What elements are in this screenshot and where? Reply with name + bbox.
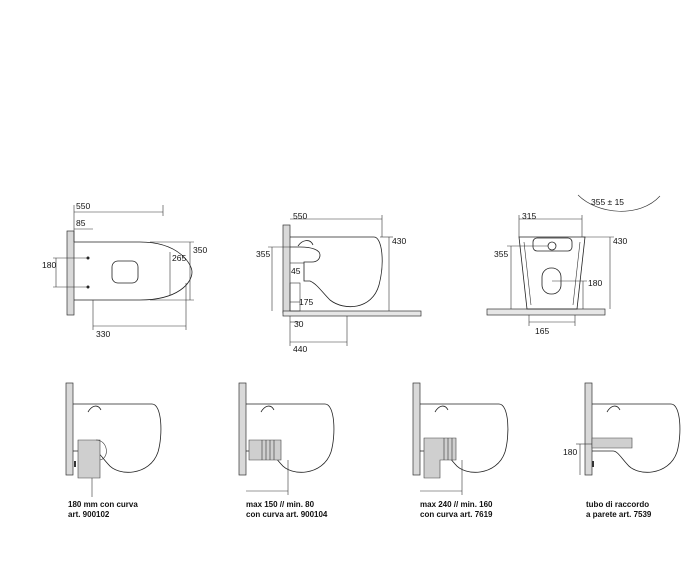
- bowl-profile: [246, 403, 335, 473]
- wall-section: [412, 382, 421, 476]
- dim-355-front: 355: [494, 249, 508, 259]
- outlet-pipe: [289, 282, 301, 312]
- dim-85-top: 85: [76, 218, 86, 228]
- wall-section: [66, 230, 75, 316]
- dim-30-side: 30: [294, 319, 304, 329]
- dim-430-front: 430: [613, 236, 627, 246]
- front-view: 355 ± 15 315 430 355 180 165: [486, 194, 661, 336]
- dim-265-top: 265: [172, 253, 186, 263]
- flush-inlet: [606, 405, 621, 413]
- flush-inlet-circle: [547, 241, 557, 251]
- dim-430-side: 430: [392, 236, 406, 246]
- variant-1-caption-line1: 180 mm con curva: [68, 500, 138, 509]
- dim-45-side: 45: [291, 266, 301, 276]
- variant-3-caption-line2: con curva art. 7619: [420, 510, 493, 519]
- wall-section: [282, 224, 291, 314]
- wall-connector-pipe: [591, 437, 633, 449]
- variant-1-caption-line2: art. 900102: [68, 510, 110, 519]
- dim-355-side: 355: [256, 249, 270, 259]
- wall-section: [65, 382, 74, 476]
- bellows-ribs: [261, 440, 275, 460]
- variant-3-caption-line1: max 240 // min. 160: [420, 500, 493, 509]
- wall-section: [584, 382, 593, 476]
- dim-175-side: 175: [299, 297, 313, 307]
- dim-550-side: 550: [293, 211, 307, 221]
- variant-4-drawing: [576, 382, 681, 476]
- flush-inlet: [297, 240, 314, 247]
- variant-1-drawing: [65, 382, 162, 497]
- seat-opening: [111, 260, 139, 284]
- bowl-profile: [592, 403, 681, 473]
- dim-315-front: 315: [522, 211, 536, 221]
- variant-3-drawing: [412, 382, 509, 495]
- bowl-profile: [290, 236, 383, 307]
- variant-2-caption-line1: max 150 // min. 80: [246, 500, 315, 509]
- bellows-pipe: [248, 439, 282, 461]
- dim-355pm15: 355 ± 15: [591, 197, 624, 207]
- pan-front-outline: [518, 236, 586, 310]
- top-view: 550 85 180 265 350 330: [42, 201, 207, 339]
- bend-curve: [95, 439, 107, 461]
- floor-section: [486, 308, 606, 316]
- flush-inlet: [434, 405, 449, 413]
- bend-pipe: [423, 437, 457, 479]
- variant-4-caption-line2: a parete art. 7539: [586, 510, 652, 519]
- floor-section: [282, 310, 422, 317]
- dim-440-side: 440: [293, 344, 307, 354]
- dim-165-front: 165: [535, 326, 549, 336]
- dim-180-front: 180: [588, 278, 602, 288]
- variant-2-caption-line2: con curva art. 900104: [246, 510, 328, 519]
- flush-inlet: [260, 405, 275, 413]
- variant-4-dim-180: 180: [563, 447, 577, 457]
- rear-inlet: [532, 237, 573, 252]
- side-view: 550 430 355 45 175 30 440: [256, 211, 422, 354]
- dim-550-top: 550: [76, 201, 90, 211]
- bellows-ribs: [443, 438, 453, 460]
- inlet-arc: [577, 194, 661, 212]
- bend-pipe: [77, 439, 101, 479]
- flush-inlet: [87, 405, 102, 413]
- bowl-outline: [74, 241, 193, 301]
- variant-4-caption-line1: tubo di raccordo: [586, 500, 649, 509]
- variant-2-drawing: [238, 382, 335, 495]
- dim-350-top: 350: [193, 245, 207, 255]
- wall-section: [238, 382, 247, 476]
- dim-330-top: 330: [96, 329, 110, 339]
- dim-180-top: 180: [42, 260, 56, 270]
